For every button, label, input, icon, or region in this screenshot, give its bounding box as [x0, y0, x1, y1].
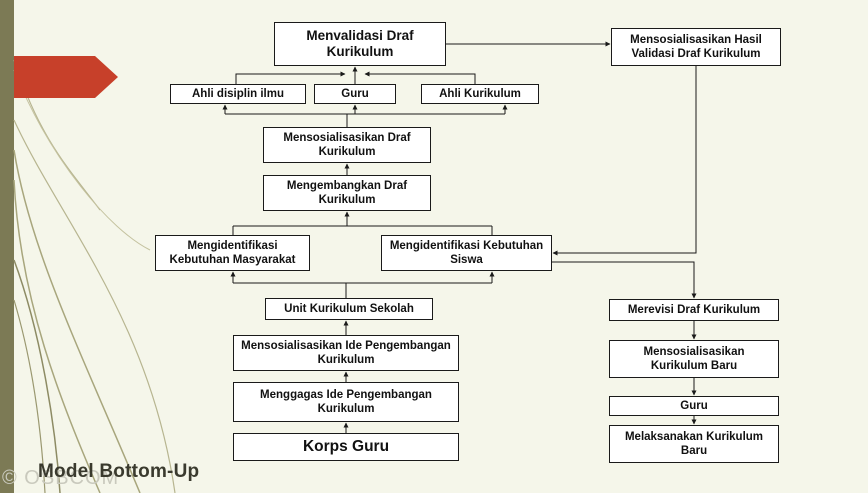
left-olive-bar — [0, 0, 14, 493]
node-sosialisasi-ide: Mensosialisasikan Ide Pengembangan Kurik… — [233, 335, 459, 371]
node-sosialisasi-draf: Mensosialisasikan Draf Kurikulum — [263, 127, 431, 163]
deco-curve-2 — [13, 179, 101, 493]
node-sosialisasi-baru: Mensosialisasikan Kurikulum Baru — [609, 340, 779, 378]
node-ahli-kurikulum: Ahli Kurikulum — [421, 84, 539, 104]
connector-21 — [552, 66, 697, 256]
node-gagas-ide: Menggagas Ide Pengembangan Kurikulum — [233, 382, 459, 422]
deco-curve-7 — [13, 299, 46, 493]
accent-arrow-shape — [14, 56, 118, 98]
node-ahli-disiplin: Ahli disiplin ilmu — [170, 84, 306, 104]
node-korps-guru: Korps Guru — [233, 433, 459, 461]
deco-curve-6 — [13, 69, 151, 251]
node-guru-top: Guru — [314, 84, 396, 104]
node-unit-kurikulum: Unit Kurikulum Sekolah — [265, 298, 433, 320]
connector-17 — [235, 71, 346, 84]
node-guru-right: Guru — [609, 396, 779, 416]
node-validasi: Menvalidasi Draf Kurikulum — [274, 22, 446, 66]
node-identifikasi-masyarakat: Mengidentifikasi Kebutuhan Masyarakat — [155, 235, 310, 271]
deco-curve-1 — [13, 149, 141, 493]
slide-title: Model Bottom-Up — [38, 461, 200, 482]
connector-19 — [364, 71, 476, 84]
node-revisi-draf: Merevisi Draf Kurikulum — [609, 299, 779, 321]
node-kembangkan-draf: Mengembangkan Draf Kurikulum — [263, 175, 431, 211]
deco-curve-4 — [13, 259, 61, 493]
deco-curve-3 — [13, 119, 176, 493]
connector-22 — [552, 261, 697, 299]
watermark: © OSBCOM — [2, 467, 120, 489]
node-laksanakan: Melaksanakan Kurikulum Baru — [609, 425, 779, 463]
node-identifikasi-siswa: Mengidentifikasi Kebutuhan Siswa — [381, 235, 552, 271]
node-sosialisasi-hasil: Mensosialisasikan Hasil Validasi Draf Ku… — [611, 28, 781, 66]
